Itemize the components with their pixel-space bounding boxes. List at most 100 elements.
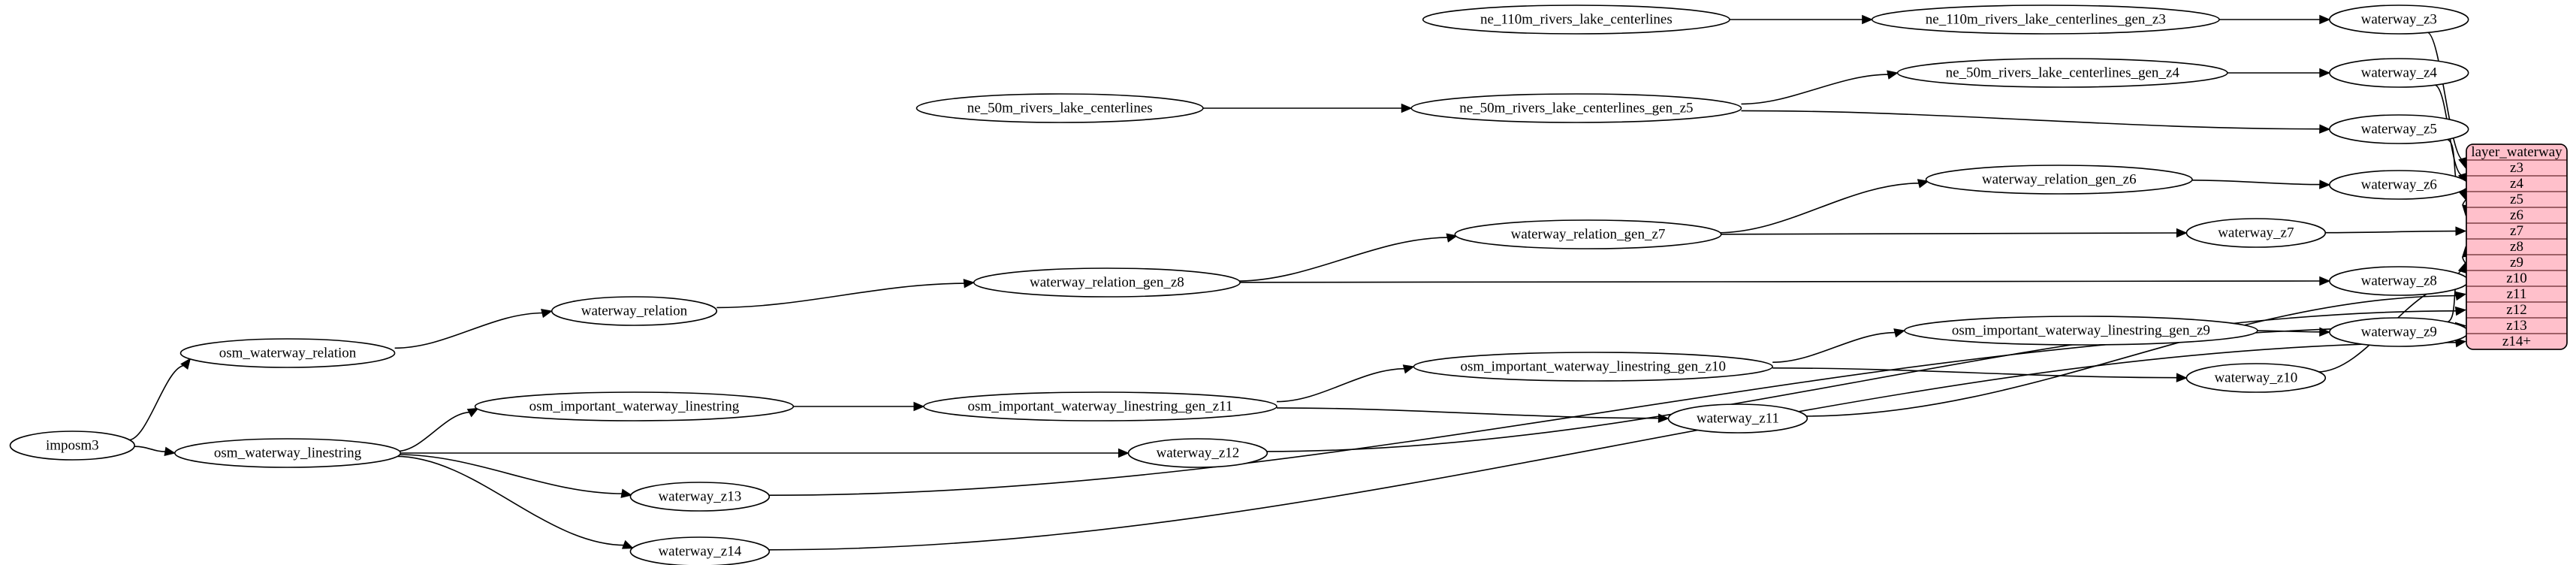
graph-edge — [716, 279, 975, 309]
graph-node-ne-50m-rivers-lake-centerlines-gen-z4[interactable]: ne_50m_rivers_lake_centerlines_gen_z4 — [1896, 58, 2228, 88]
node-label: osm_important_waterway_linestring_gen_z1… — [968, 398, 1233, 414]
node-label: waterway_relation_gen_z6 — [1982, 171, 2137, 187]
graph-edge — [1276, 407, 1670, 423]
table-row-z7[interactable]: z7 — [2510, 223, 2523, 239]
node-label: osm_important_waterway_linestring — [529, 398, 740, 414]
node-label: ne_50m_rivers_lake_centerlines_gen_z5 — [1459, 100, 1693, 116]
table-row-z4[interactable]: z4 — [2510, 176, 2523, 192]
node-ellipse — [550, 296, 718, 326]
node-label: waterway_z8 — [2361, 273, 2437, 289]
graph-edge — [394, 309, 553, 349]
graph-node-osm-important-waterway-linestring[interactable]: osm_important_waterway_linestring — [474, 391, 795, 421]
node-ellipse — [629, 536, 771, 565]
node-ellipse — [1896, 58, 2228, 88]
node-ellipse — [1127, 438, 1268, 468]
table-row-z11[interactable]: z11 — [2507, 286, 2527, 302]
node-ellipse — [973, 267, 1241, 298]
node-ellipse — [2328, 5, 2469, 35]
table-row-z12[interactable]: z12 — [2506, 302, 2526, 318]
node-ellipse — [1667, 403, 1808, 434]
table-row-z3[interactable]: z3 — [2510, 160, 2523, 176]
graph-edge — [1718, 179, 1929, 234]
table-row-z10[interactable]: z10 — [2506, 270, 2526, 286]
node-label: ne_50m_rivers_lake_centerlines — [967, 100, 1153, 116]
graph-node-waterway-z4[interactable]: waterway_z4 — [2328, 58, 2469, 88]
node-ellipse — [923, 391, 1277, 421]
graph-node-ne-110m-rivers-lake-centerlines[interactable]: ne_110m_rivers_lake_centerlines — [1422, 5, 1730, 35]
graph-edge — [1772, 328, 1906, 363]
graph-node-waterway-z6[interactable]: waterway_z6 — [2328, 170, 2469, 200]
graph-node-osm-waterway-linestring[interactable]: osm_waterway_linestring — [173, 438, 402, 468]
graph-node-waterway-z14[interactable]: waterway_z14 — [629, 536, 771, 565]
graph-node-ne-50m-rivers-lake-centerlines[interactable]: ne_50m_rivers_lake_centerlines — [915, 93, 1204, 123]
node-label: waterway_relation_gen_z8 — [1030, 274, 1184, 290]
table-row-z8[interactable]: z8 — [2510, 239, 2523, 255]
edges-layer — [128, 14, 2473, 551]
graph-edge — [1805, 291, 2467, 417]
graph-node-ne-50m-rivers-lake-centerlines-gen-z5[interactable]: ne_50m_rivers_lake_centerlines_gen_z5 — [1410, 93, 1742, 123]
graph-node-waterway-z9[interactable]: waterway_z9 — [2328, 317, 2469, 347]
graph-node-waterway-z7[interactable]: waterway_z7 — [2185, 218, 2327, 248]
table-outline — [2466, 144, 2568, 350]
graph-node-waterway-z12[interactable]: waterway_z12 — [1127, 438, 1268, 468]
node-label: waterway_z9 — [2361, 324, 2437, 340]
graph-edge — [1721, 228, 2188, 238]
node-label: waterway_z4 — [2361, 65, 2438, 80]
graph-node-waterway-z13[interactable]: waterway_z13 — [629, 482, 771, 512]
graph-node-waterway-relation-gen-z6[interactable]: waterway_relation_gen_z6 — [1925, 165, 2193, 195]
graph-edge — [134, 446, 176, 456]
graph-edge — [1741, 110, 2331, 134]
graph-node-waterway-z10[interactable]: waterway_z10 — [2185, 363, 2327, 393]
node-label: ne_50m_rivers_lake_centerlines_gen_z4 — [1946, 65, 2180, 80]
graph-edge — [400, 448, 1130, 458]
graph-edge — [2427, 32, 2468, 169]
table-row-z13[interactable]: z13 — [2506, 318, 2526, 334]
graph-edge — [1772, 367, 2188, 382]
graph-edge — [397, 454, 633, 498]
node-label: ne_110m_rivers_lake_centerlines_gen_z3 — [1926, 11, 2166, 27]
node-ellipse — [474, 391, 795, 421]
node-ellipse — [1904, 316, 2258, 346]
graph-node-osm-important-waterway-linestring-gen-z11[interactable]: osm_important_waterway_linestring_gen_z1… — [923, 391, 1277, 421]
graph-node-waterway-relation[interactable]: waterway_relation — [550, 296, 718, 326]
node-ellipse — [1422, 5, 1730, 35]
graph-node-osm-important-waterway-linestring-gen-z10[interactable]: osm_important_waterway_linestring_gen_z1… — [1413, 352, 1773, 382]
graph-node-ne-110m-rivers-lake-centerlines-gen-z3[interactable]: ne_110m_rivers_lake_centerlines_gen_z3 — [1871, 5, 2220, 35]
table-row-z9[interactable]: z9 — [2510, 255, 2523, 270]
node-label: waterway_relation_gen_z7 — [1511, 226, 1666, 242]
graph-node-waterway-z11[interactable]: waterway_z11 — [1667, 403, 1808, 434]
graph-node-imposm3[interactable]: imposm3 — [9, 431, 135, 461]
node-label: waterway_z11 — [1697, 410, 1779, 426]
node-ellipse — [173, 438, 402, 468]
graph-node-waterway-relation-gen-z7[interactable]: waterway_relation_gen_z7 — [1454, 219, 1722, 249]
node-ellipse — [9, 431, 135, 461]
node-ellipse — [1925, 165, 2193, 195]
node-label: osm_waterway_linestring — [214, 445, 362, 461]
table-row-z6[interactable]: z6 — [2510, 207, 2523, 223]
graph-node-osm-waterway-relation[interactable]: osm_waterway_relation — [179, 338, 396, 368]
graph-node-waterway-z8[interactable]: waterway_z8 — [2328, 266, 2469, 296]
node-ellipse — [629, 482, 771, 512]
layer-waterway-node[interactable]: layer_waterwayz3z4z5z6z7z8z9z10z11z12z13… — [2466, 144, 2568, 350]
node-ellipse — [915, 93, 1204, 123]
node-label: waterway_z3 — [2361, 11, 2437, 27]
graph-node-waterway-z3[interactable]: waterway_z3 — [2328, 5, 2469, 35]
node-ellipse — [2328, 114, 2469, 144]
table-row-z5[interactable]: z5 — [2510, 192, 2523, 207]
graph-node-waterway-relation-gen-z8[interactable]: waterway_relation_gen_z8 — [973, 267, 1241, 298]
node-label: osm_important_waterway_linestring_gen_z9 — [1952, 322, 2210, 338]
node-ellipse — [179, 338, 396, 368]
node-ellipse — [2185, 363, 2327, 393]
graph-node-waterway-z5[interactable]: waterway_z5 — [2328, 114, 2469, 144]
graph-node-osm-important-waterway-linestring-gen-z9[interactable]: osm_important_waterway_linestring_gen_z9 — [1904, 316, 2258, 346]
graph-edge — [2191, 180, 2331, 189]
graph-edge — [1240, 276, 2331, 286]
graph-edge — [767, 337, 2467, 551]
node-ellipse — [1413, 352, 1773, 382]
table-row-z14plus[interactable]: z14+ — [2502, 334, 2531, 349]
node-label: waterway_relation — [581, 303, 688, 319]
node-ellipse — [1410, 93, 1742, 123]
graph-edge — [1265, 306, 2467, 452]
